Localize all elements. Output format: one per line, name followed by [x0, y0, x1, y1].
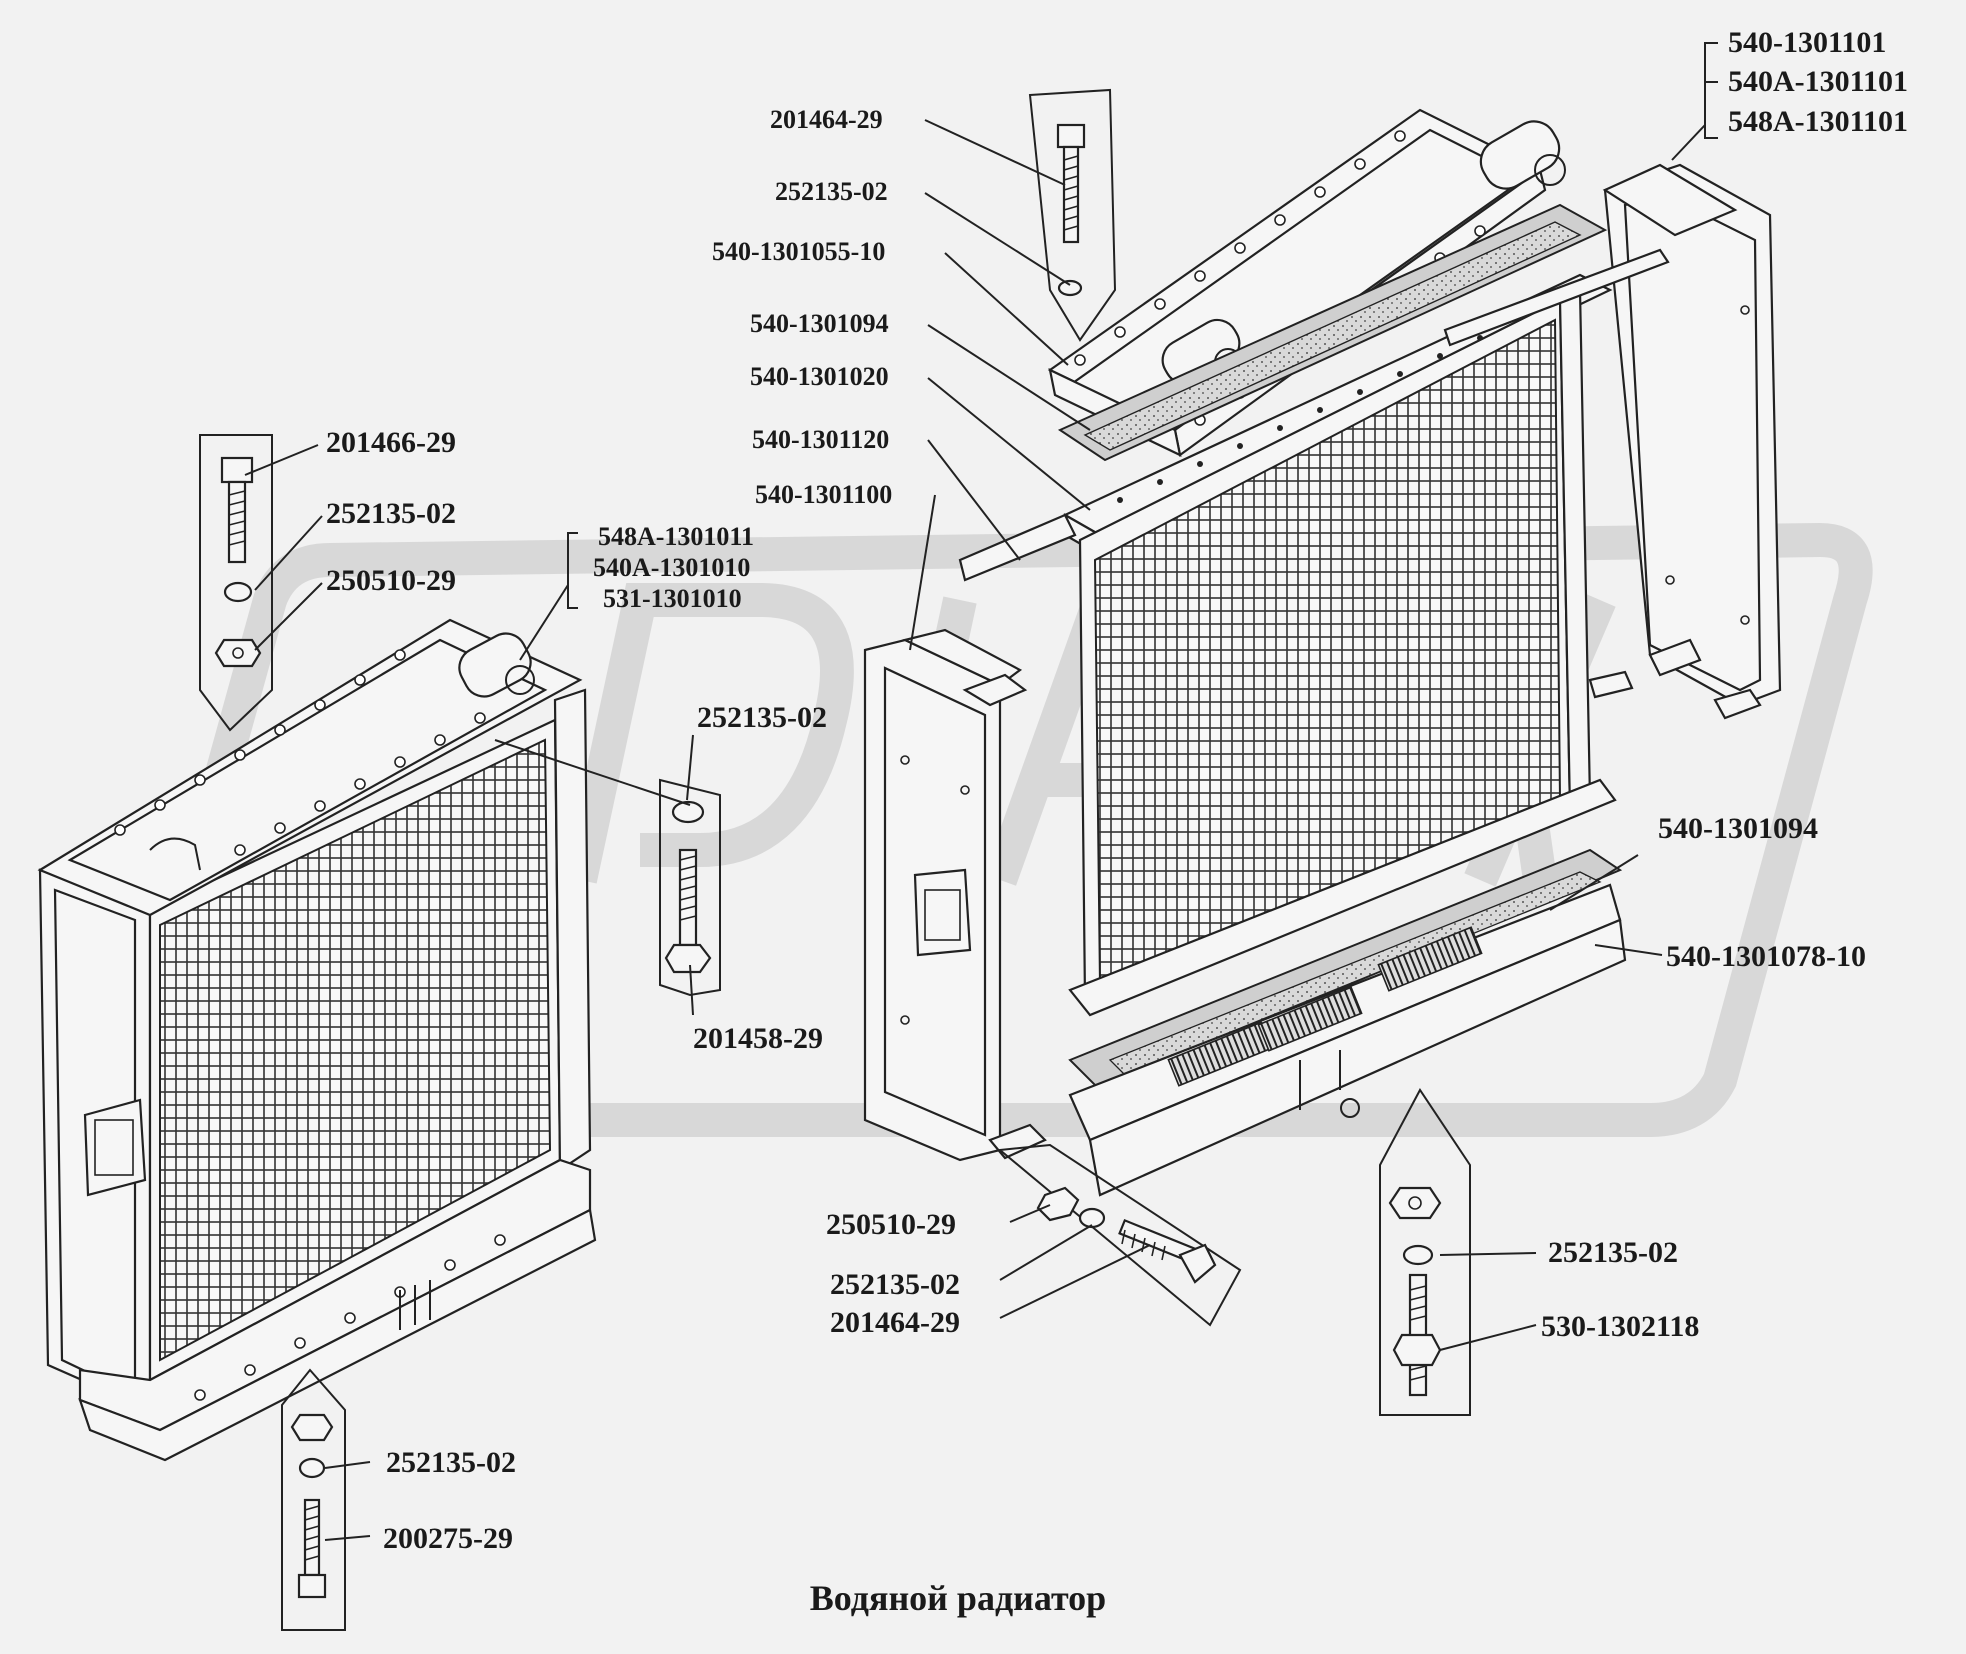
- label-252135-02-right: 252135-02: [1548, 1236, 1678, 1269]
- inset-center-stud: [659, 778, 721, 997]
- label-540-1301100: 540-1301100: [755, 480, 892, 509]
- label-252135-02-bottom: 252135-02: [830, 1268, 960, 1301]
- label-540-1301055-10: 540-1301055-10: [712, 237, 885, 266]
- label-201458-29: 201458-29: [693, 1022, 823, 1055]
- label-252135-02-left: 252135-02: [326, 497, 456, 530]
- inset-bottom-bolt: [997, 1143, 1242, 1327]
- part-labels: 201464-29 252135-02 540-1301055-10 540-1…: [326, 26, 1908, 1555]
- label-548a-1301101: 548А-1301101: [1728, 105, 1908, 138]
- inset-bottom-right: [1379, 1088, 1471, 1416]
- label-531-1301010: 531-1301010: [603, 584, 742, 613]
- inset-bolt-top: [1028, 88, 1117, 342]
- label-530-1302118: 530-1302118: [1541, 1310, 1699, 1343]
- radiator-core: [1078, 288, 1592, 1002]
- label-250510-29-left: 250510-29: [326, 564, 456, 597]
- label-201464-29-bottom: 201464-29: [830, 1306, 960, 1339]
- label-540-1301094-top: 540-1301094: [750, 309, 889, 338]
- label-201464-29-top: 201464-29: [770, 105, 883, 134]
- label-540-1301101: 540-1301101: [1728, 26, 1886, 59]
- right-side-frame: [1602, 163, 1782, 720]
- label-540a-1301010: 540А-1301010: [593, 553, 750, 582]
- label-252135-02-top: 252135-02: [775, 177, 888, 206]
- label-540-1301094-bottom: 540-1301094: [1658, 812, 1818, 845]
- label-201466-29: 201466-29: [326, 426, 456, 459]
- label-540-1301078-10: 540-1301078-10: [1666, 940, 1866, 973]
- label-252135-02-left-bottom: 252135-02: [386, 1446, 516, 1479]
- label-252135-02-center: 252135-02: [697, 701, 827, 734]
- label-540-1301020: 540-1301020: [750, 362, 889, 391]
- label-200275-29: 200275-29: [383, 1522, 513, 1555]
- inset-left-bottom: [281, 1368, 346, 1631]
- diagram-title: Водяной радиатор: [810, 1578, 1106, 1618]
- upper-gasket: [1057, 203, 1608, 462]
- inset-left-top: [199, 434, 273, 732]
- left-side-frame: [863, 628, 1047, 1162]
- label-540-1301120: 540-1301120: [752, 425, 889, 454]
- label-548a-1301011: 548А-1301011: [598, 522, 754, 551]
- lower-parts: [1068, 778, 1627, 1197]
- label-250510-29-bottom: 250510-29: [826, 1208, 956, 1241]
- stays: [958, 248, 1670, 699]
- label-540a-1301101: 540А-1301101: [1728, 65, 1908, 98]
- leader-lines: [244, 42, 1718, 1541]
- assembled-radiator: [37, 618, 597, 1462]
